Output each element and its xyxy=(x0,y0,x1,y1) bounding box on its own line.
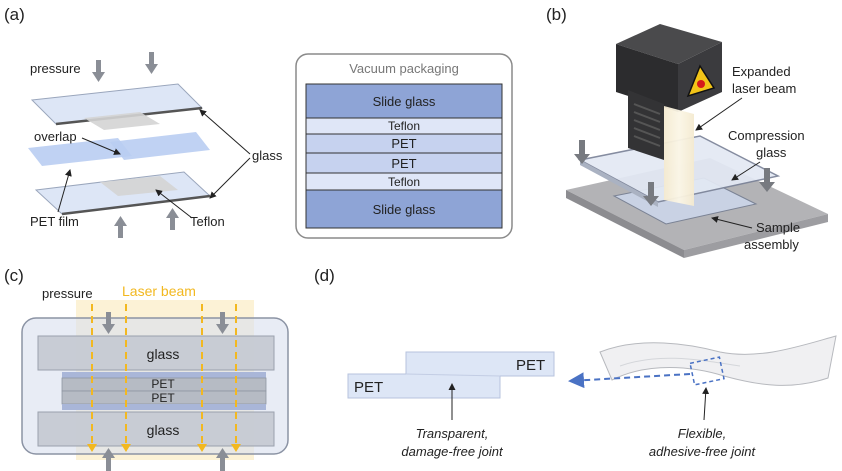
pressure-label-c: pressure xyxy=(42,286,93,301)
stack-label-1: Teflon xyxy=(388,119,420,133)
pressure-arrows-bottom xyxy=(114,208,179,238)
teflon-label: Teflon xyxy=(190,214,225,229)
teflon-top-c xyxy=(62,372,266,378)
stack-label-3: PET xyxy=(391,156,416,171)
expanded-label-1: Expanded xyxy=(732,64,791,79)
pressure-arrows-top xyxy=(92,52,158,82)
top-teflon-sheet xyxy=(84,112,160,130)
stack-label-0: Slide glass xyxy=(373,94,436,109)
panel-b-tag: (b) xyxy=(546,5,567,24)
column-vents xyxy=(633,103,661,147)
vacuum-title: Vacuum packaging xyxy=(349,61,459,76)
panel-b: (b) Expan xyxy=(546,5,828,258)
panel-d-tag: (d) xyxy=(314,266,335,285)
pet-bottom-label: PET xyxy=(354,379,383,396)
stack-slide-glass-bottom xyxy=(305,189,503,229)
compression-glass-edge xyxy=(580,160,658,207)
stack-label-5: Slide glass xyxy=(373,202,436,217)
compression-arrows xyxy=(574,140,775,206)
base-plate-front xyxy=(566,190,684,258)
pet-film-left xyxy=(28,138,132,166)
pet-film-right xyxy=(110,132,210,160)
flexible-label-1: Flexible, xyxy=(678,426,726,441)
laser-head-top xyxy=(616,24,722,64)
layer-stack: Slide glass Teflon PET PET Teflon Slide … xyxy=(305,83,503,229)
teflon-bottom-c xyxy=(62,404,266,410)
pet-label-1: PET xyxy=(151,377,175,391)
overlap-label: overlap xyxy=(34,129,77,144)
zoom-arrow xyxy=(568,372,691,389)
sample-label-2: assembly xyxy=(744,237,799,252)
panel-a-tag: (a) xyxy=(4,5,25,24)
panel-c-tag: (c) xyxy=(4,266,24,285)
expanded-laser-beam xyxy=(664,106,694,206)
glass-bottom-label: glass xyxy=(147,422,180,438)
compression-label-2: glass xyxy=(756,145,787,160)
expanded-label-2: laser beam xyxy=(732,81,796,96)
joint-highlight-box xyxy=(689,356,725,386)
pressure-arrows-c xyxy=(102,312,229,471)
pressure-label: pressure xyxy=(30,61,81,76)
base-plate-side xyxy=(684,214,828,258)
bottom-glass-edge xyxy=(61,194,211,216)
compression-label-1: Compression xyxy=(728,128,805,143)
glass-top-label: glass xyxy=(147,346,180,362)
glass-label: glass xyxy=(252,148,283,163)
glass-block-bottom xyxy=(37,411,275,447)
laser-warning-icon xyxy=(686,64,716,98)
panel-c: (c) Laser beam pressure glass PET PET gl… xyxy=(4,266,289,471)
stack-label-2: PET xyxy=(391,136,416,151)
pet-top-label: PET xyxy=(516,357,545,374)
flexible-label-2: adhesive-free joint xyxy=(649,444,757,459)
transparent-label-1: Transparent, xyxy=(416,426,489,441)
sample-label-1: Sample xyxy=(756,220,800,235)
laser-ray-heads xyxy=(87,444,241,452)
panel-d: (d) PET PET Transparent, damage-free joi… xyxy=(314,266,837,459)
flexible-film xyxy=(599,335,837,386)
panel-a: (a) pressure overlap glass PET film Tefl… xyxy=(4,5,513,239)
transparent-label-2: damage-free joint xyxy=(401,444,504,459)
stack-label-4: Teflon xyxy=(388,175,420,189)
glass-block-top xyxy=(37,335,275,371)
pet-film-label: PET film xyxy=(30,214,79,229)
laser-beam-label: Laser beam xyxy=(122,283,196,299)
pet-label-2: PET xyxy=(151,391,175,405)
